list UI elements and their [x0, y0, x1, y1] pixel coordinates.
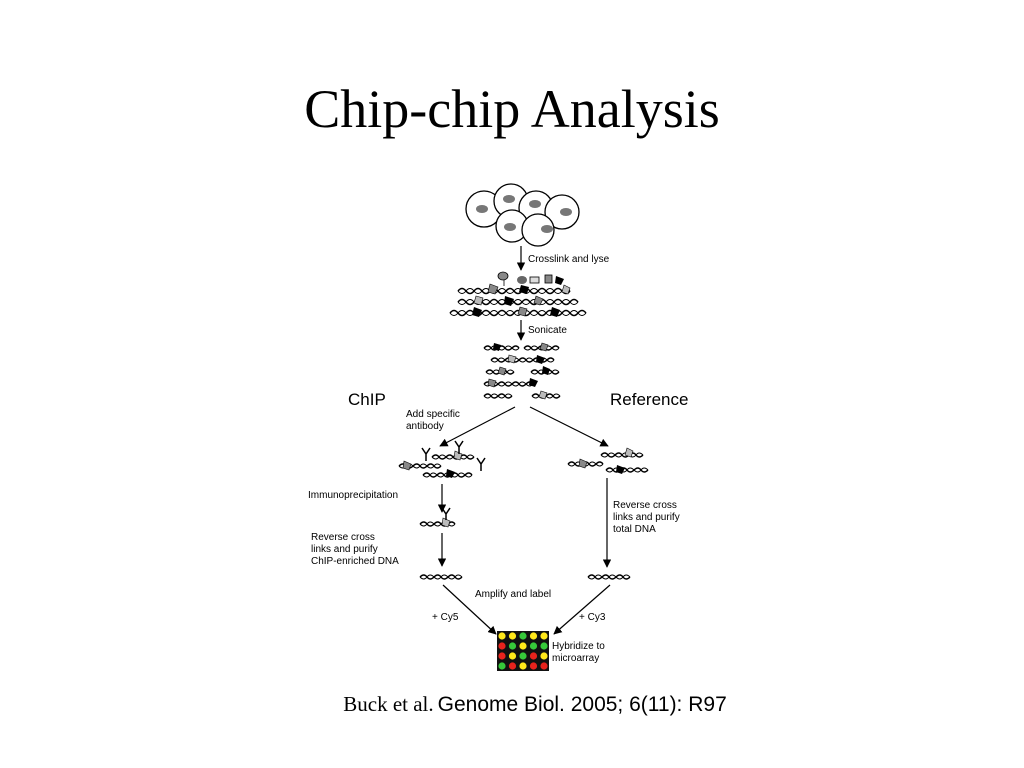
- reference-branch-arrow: [529, 406, 609, 447]
- chip-antibody-bound-fragments: [398, 440, 486, 478]
- chip-branch-label: ChIP: [348, 390, 386, 409]
- antibody-label-line2: antibody: [406, 421, 444, 432]
- microarray-spot: [540, 632, 548, 640]
- reference-fragments: [567, 447, 649, 474]
- microarray-spot: [540, 652, 548, 660]
- microarray-spot: [540, 642, 548, 650]
- hybridize-line2: microarray: [552, 653, 599, 664]
- crosslink-label: Crosslink and lyse: [528, 254, 610, 265]
- sonicate-label: Sonicate: [528, 325, 567, 336]
- cy3-arrow: [553, 584, 611, 635]
- cell: [495, 209, 529, 243]
- microarray: [497, 631, 549, 671]
- chip-purify-line3: ChIP-enriched DNA: [311, 556, 399, 567]
- microarray-spot: [498, 632, 506, 640]
- total-dna: [587, 574, 631, 580]
- reference-purify-line1: Reverse cross: [613, 500, 677, 511]
- microarray-spot: [508, 662, 517, 670]
- microarray-spot: [519, 632, 527, 640]
- cy5-label: + Cy5: [432, 612, 459, 623]
- microarray-spot: [508, 652, 517, 660]
- microarray-spot: [529, 652, 538, 660]
- microarray-spot: [508, 632, 517, 640]
- cell: [521, 213, 555, 247]
- cy3-label: + Cy3: [579, 612, 606, 623]
- microarray-spot: [498, 662, 506, 670]
- hybridize-line1: Hybridize to: [552, 641, 605, 652]
- chip-purify-line2: links and purify: [311, 544, 378, 555]
- microarray-spot: [508, 642, 517, 650]
- reference-branch-label: Reference: [610, 390, 688, 409]
- microarray-spot: [529, 662, 538, 670]
- microarray-spot: [519, 662, 527, 670]
- microarray-spot: [519, 652, 527, 660]
- chip-branch-arrow: [439, 406, 516, 447]
- slide-title: Chip-chip Analysis: [304, 79, 720, 139]
- microarray-spot: [498, 642, 506, 650]
- chip-enriched-dna: [419, 574, 463, 580]
- chip-purify-line1: Reverse cross: [311, 532, 375, 543]
- amplify-label: Amplify and label: [475, 589, 551, 600]
- citation-reference: Genome Biol. 2005; 6(11): R97: [437, 693, 727, 716]
- sonicated-fragments: [483, 342, 561, 400]
- chromatin-crosslinked: [449, 271, 587, 317]
- microarray-spot: [519, 642, 527, 650]
- immunoprecipitation-label: Immunoprecipitation: [308, 490, 398, 501]
- microarray-spot: [540, 662, 548, 670]
- antibody-label-line1: Add specific: [406, 409, 460, 420]
- microarray-spot: [498, 652, 506, 660]
- cells-cluster: [465, 183, 580, 247]
- citation-authors: Buck et al.: [343, 692, 434, 716]
- immunoprecipitated-fragment: [419, 507, 456, 528]
- microarray-spot: [529, 632, 538, 640]
- cell: [544, 194, 580, 230]
- reference-purify-line2: links and purify: [613, 512, 680, 523]
- citation: Buck et al. Genome Biol. 2005; 6(11): R9…: [0, 692, 1024, 717]
- cy5-arrow: [442, 584, 497, 635]
- microarray-spot: [529, 642, 538, 650]
- reference-purify-line3: total DNA: [613, 524, 656, 535]
